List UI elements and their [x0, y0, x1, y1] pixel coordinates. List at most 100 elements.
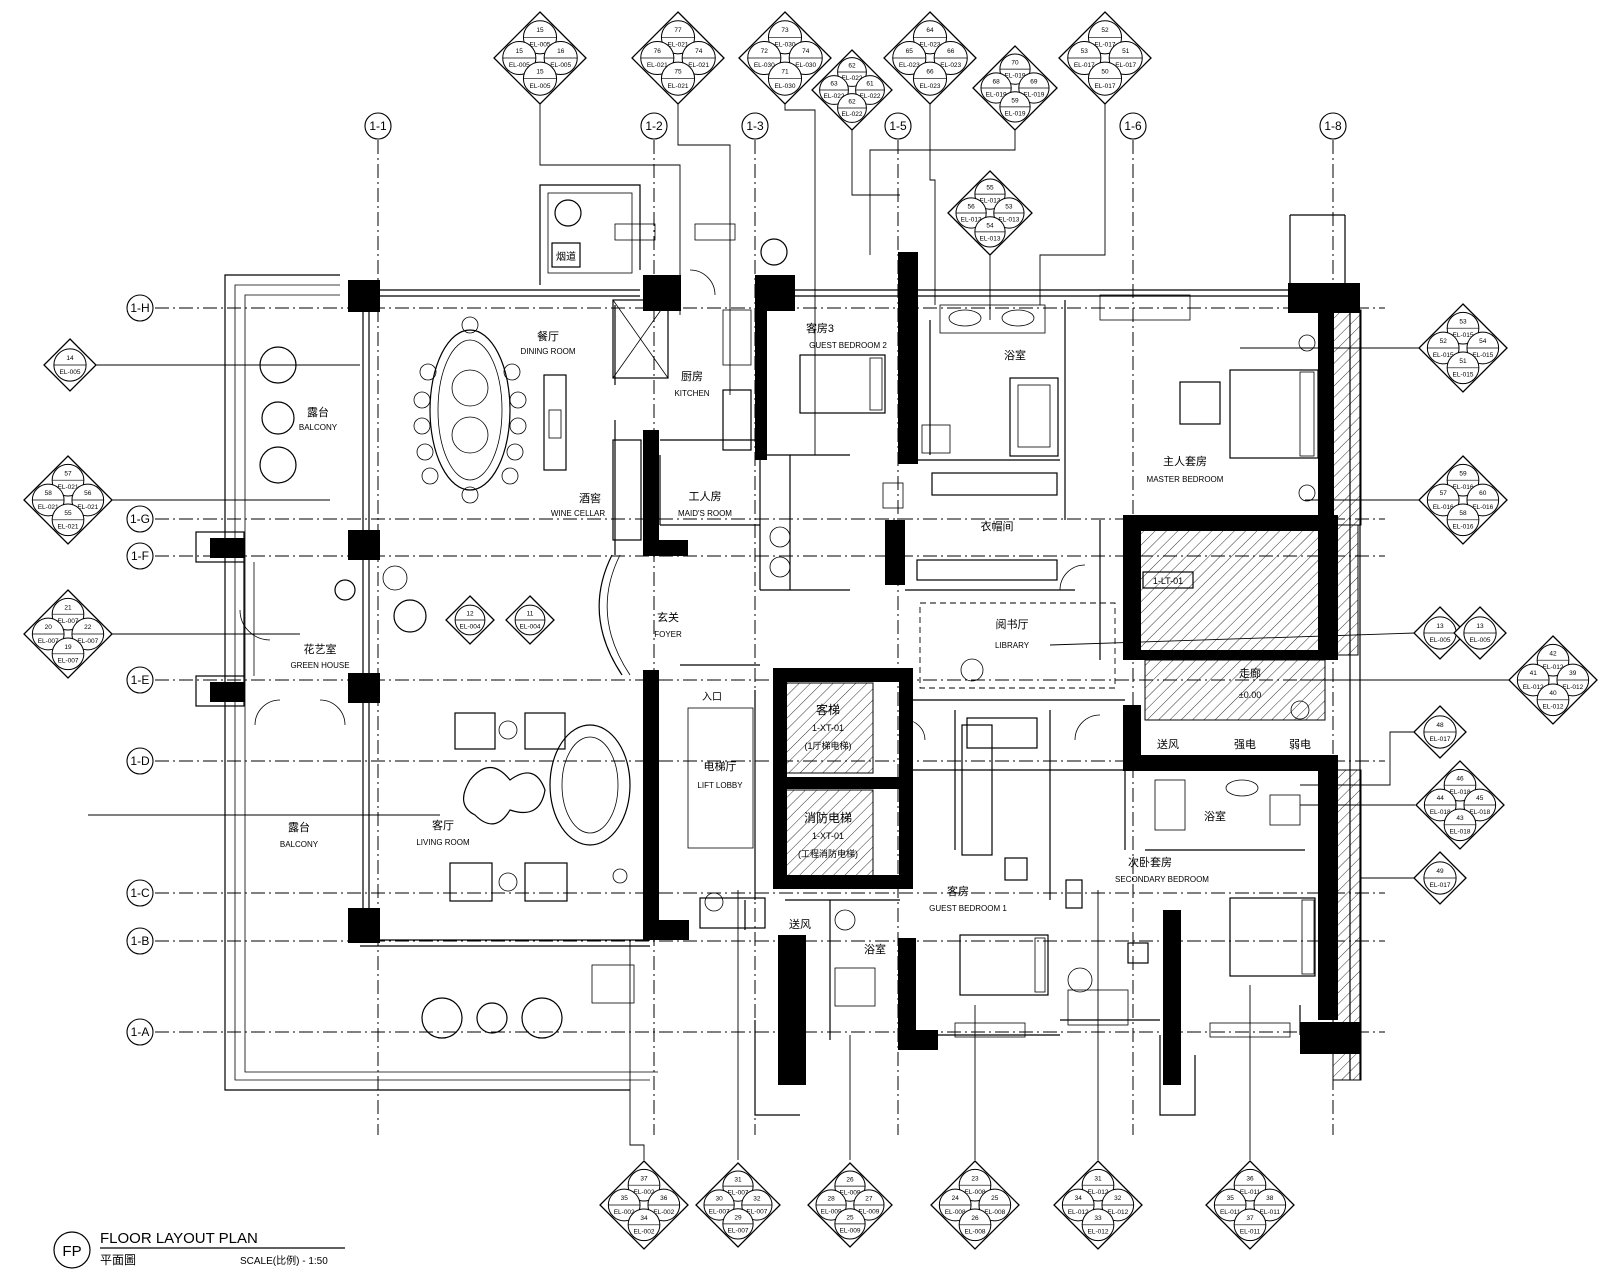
key-number: 52 — [1440, 338, 1448, 345]
key-sheet-ref: EL-022 — [842, 75, 863, 82]
key-sheet-ref: EL-030 — [795, 62, 816, 69]
key-number: 54 — [986, 222, 994, 229]
key-number: 33 — [1094, 1215, 1102, 1222]
key-sheet-ref: EL-021 — [688, 62, 709, 69]
key-number: 12 — [466, 610, 474, 617]
key-number: 40 — [1549, 690, 1557, 697]
key-sheet-ref: EL-012 — [1088, 1229, 1109, 1236]
room-master-bath-cn: 浴室 — [1004, 348, 1026, 362]
key-number: 51 — [1122, 48, 1130, 55]
lift2-tag: 1-XT-01 — [812, 831, 844, 841]
key-sheet-ref: EL-002 — [634, 1229, 655, 1236]
key-sheet-ref: EL-030 — [775, 41, 796, 48]
key-number: 27 — [865, 1195, 873, 1202]
key-diamond — [1418, 455, 1508, 545]
key-number: 11 — [527, 610, 534, 617]
axis-label-1-6: 1-6 — [1124, 119, 1142, 133]
key-sheet-ref: EL-011 — [1240, 1189, 1261, 1196]
key-number: 34 — [1075, 1195, 1083, 1202]
key-number: 19 — [64, 644, 72, 651]
key-sheet-ref: EL-013 — [961, 217, 982, 224]
room-guest-bath-cn: 浴室 — [864, 942, 886, 956]
key-number: 68 — [992, 78, 1000, 85]
key-sheet-ref: EL-011 — [1260, 1209, 1281, 1216]
key-number: 69 — [1030, 78, 1038, 85]
axis-bubbles-vertical: 1-1 1-2 1-3 1-5 1-6 1-8 — [364, 112, 1347, 140]
key-number: 72 — [761, 48, 769, 55]
room-master-cn: 主人套房 — [1163, 455, 1207, 468]
key-number: 37 — [640, 1175, 648, 1182]
flue-label: 烟道 — [556, 250, 576, 263]
room-balcony-south-en: BALCONY — [280, 840, 319, 849]
stair-tag: 1-LT-01 — [1153, 576, 1183, 586]
key-sheet-ref: EL-004 — [460, 623, 481, 630]
key-sheet-ref: EL-005 — [530, 83, 551, 90]
equipment-labels: 1-LT-01 客梯 1-XT-01 (1厅梯电梯) 消防电梯 1-XT-01 … — [702, 571, 1311, 931]
key-sheet-ref: EL-021 — [58, 484, 79, 491]
room-balcony-south-cn: 露台 — [288, 820, 310, 834]
key-sheet-ref: EL-012 — [1543, 704, 1564, 711]
room-liftlobby-cn: 电梯厅 — [704, 760, 737, 773]
key-sheet-ref: EL-002 — [634, 1189, 655, 1196]
key-number: 35 — [621, 1195, 629, 1202]
key-sheet-ref: EL-009 — [840, 1190, 861, 1197]
key-diamond — [883, 11, 977, 105]
key-sheet-ref: EL-017 — [1430, 736, 1451, 743]
key-number: 53 — [1005, 203, 1013, 210]
corridor-label: 走廊 — [1239, 666, 1261, 680]
key-diamond — [807, 1162, 893, 1248]
key-sheet-ref: EL-017 — [1095, 83, 1116, 90]
key-number: 66 — [926, 68, 934, 75]
key-number: 42 — [1549, 650, 1557, 657]
room-greenhouse-cn: 花艺室 — [304, 642, 337, 656]
axis-label-1-H: 1-H — [130, 301, 149, 315]
key-number: 55 — [986, 184, 994, 191]
key-number: 46 — [1456, 775, 1464, 782]
key-number: 71 — [781, 68, 789, 75]
key-sheet-ref: EL-009 — [858, 1209, 879, 1216]
key-sheet-ref: EL-007 — [728, 1190, 749, 1197]
room-guest2-cn: 客房3 — [806, 321, 834, 335]
axis-label-1-F: 1-F — [131, 549, 149, 563]
drawing-title: FLOOR LAYOUT PLAN — [100, 1230, 258, 1247]
key-number: 15 — [516, 48, 524, 55]
key-sheet-ref: EL-013 — [998, 217, 1019, 224]
key-sheet-ref: EL-012 — [1068, 1209, 1089, 1216]
key-sheet-ref: EL-005 — [530, 41, 551, 48]
key-number: 55 — [64, 510, 72, 517]
key-sheet-ref: EL-005 — [60, 369, 81, 376]
key-number: 51 — [1459, 358, 1467, 365]
key-sheet-ref: EL-005 — [1470, 637, 1491, 644]
walls — [210, 252, 1360, 1085]
room-kitchen-en: KITCHEN — [674, 389, 709, 398]
key-sheet-ref: EL-007 — [38, 638, 59, 645]
key-sheet-ref: EL-013 — [980, 235, 1001, 242]
key-sheet-ref: EL-023 — [920, 83, 941, 90]
key-sheet-ref: EL-008 — [945, 1209, 966, 1216]
key-sheet-ref: EL-015 — [1433, 352, 1454, 359]
key-sheet-ref: EL-005 — [509, 62, 530, 69]
axis-label-1-5: 1-5 — [889, 119, 907, 133]
key-number: 58 — [45, 490, 53, 497]
key-diamond — [738, 11, 832, 105]
key-number: 57 — [64, 470, 72, 477]
key-number: 50 — [1101, 68, 1109, 75]
key-sheet-ref: EL-012 — [1523, 684, 1544, 691]
axis-label-1-2: 1-2 — [645, 119, 663, 133]
axis-label-1-1: 1-1 — [369, 119, 387, 133]
key-sheet-ref: EL-008 — [965, 1229, 986, 1236]
key-sheet-ref: EL-012 — [1088, 1189, 1109, 1196]
room-dining-cn: 餐厅 — [537, 329, 559, 343]
key-number: 35 — [1227, 1195, 1235, 1202]
key-number: 53 — [1081, 48, 1089, 55]
axis-label-1-B: 1-B — [131, 934, 150, 948]
